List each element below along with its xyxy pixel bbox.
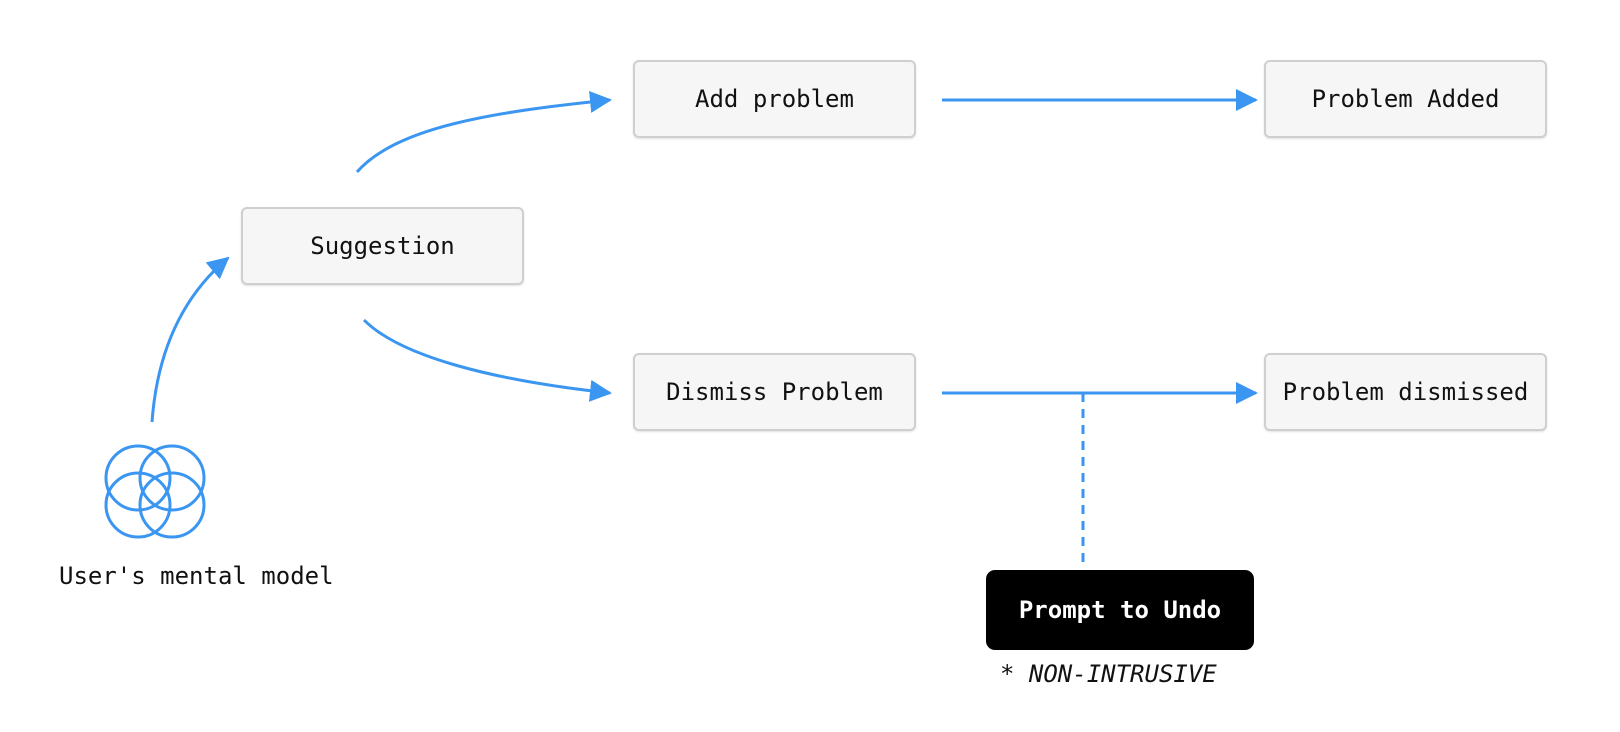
overlapping-circles-icon	[104, 444, 206, 539]
arrow-suggestion-to-dismiss-problem	[362, 318, 612, 402]
problem-added-node[interactable]: Problem Added	[1264, 60, 1547, 138]
add-problem-node[interactable]: Add problem	[633, 60, 916, 138]
dismiss-problem-node[interactable]: Dismiss Problem	[633, 353, 916, 431]
problem-dismissed-node[interactable]: Problem dismissed	[1264, 353, 1547, 431]
prompt-to-undo-node[interactable]: Prompt to Undo	[986, 570, 1254, 650]
mental-model-label: User's mental model	[59, 562, 334, 590]
suggestion-node[interactable]: Suggestion	[241, 207, 524, 285]
arrow-suggestion-to-add-problem	[355, 91, 612, 173]
non-intrusive-note: * NON-INTRUSIVE	[1000, 660, 1217, 688]
arrow-mental-model-to-suggestion	[150, 256, 230, 423]
